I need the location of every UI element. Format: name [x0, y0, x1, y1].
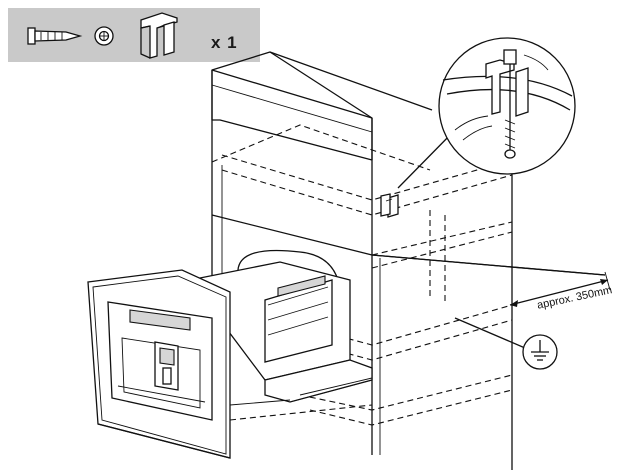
washer-icon	[94, 26, 114, 46]
niche-walls	[211, 160, 606, 292]
parts-icons	[27, 12, 178, 59]
bracket-icon	[140, 12, 178, 59]
appliance-front	[87, 269, 231, 459]
ground-symbol-icon	[454, 317, 558, 370]
mounting-bracket	[380, 193, 399, 218]
lower-cabinet	[229, 399, 373, 421]
screw-icon	[27, 27, 83, 45]
quantity-label: x 1	[211, 33, 238, 52]
power-cord	[237, 249, 339, 281]
back-panel	[371, 140, 513, 470]
parts-panel: x 1	[8, 8, 260, 62]
detail-magnifier	[438, 37, 576, 175]
dimension-350	[509, 271, 611, 307]
detail-leader	[397, 129, 456, 189]
upper-cabinet	[211, 51, 433, 255]
